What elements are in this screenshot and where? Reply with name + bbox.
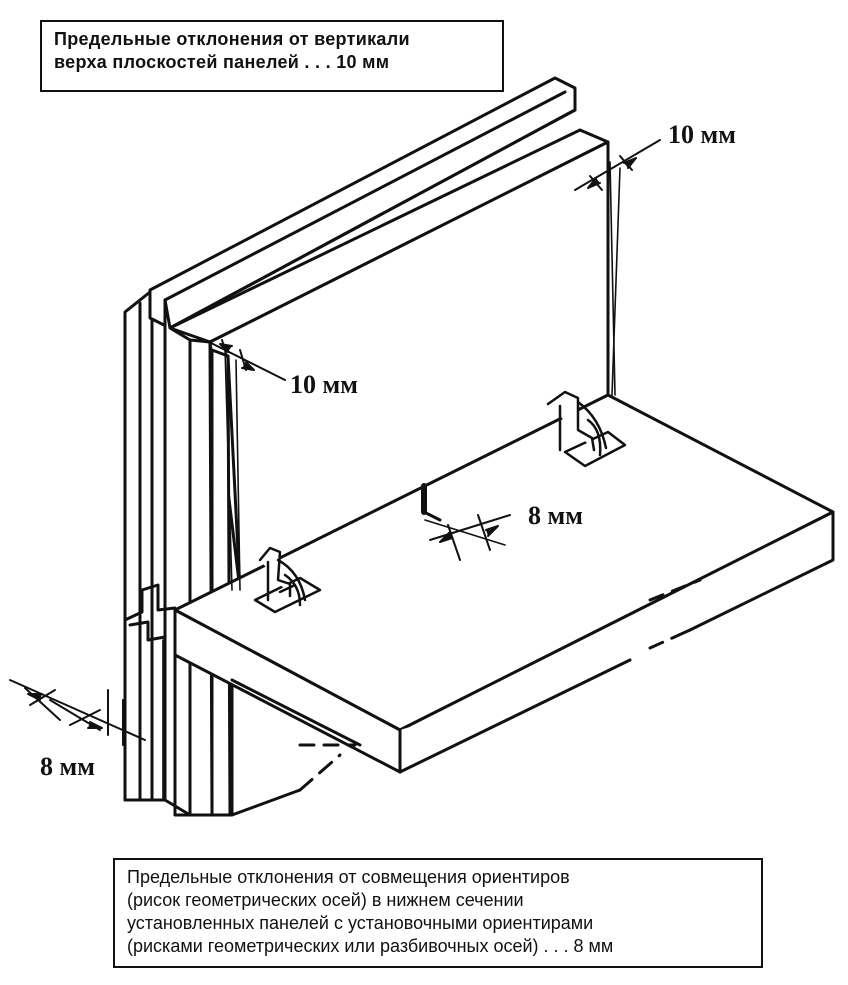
label-top-right-dim: 10 мм <box>668 120 736 149</box>
bottom-tolerance-note: Предельные отклонения от совмещения орие… <box>113 858 763 968</box>
dimension-top-right <box>574 139 661 191</box>
dimension-slab <box>429 514 511 561</box>
top-note-line-1: Предельные отклонения от вертикали <box>54 29 410 49</box>
wall-panel <box>123 76 610 817</box>
label-slab-dim: 8 мм <box>528 501 583 530</box>
joint-notch <box>123 583 177 642</box>
top-note-line-2: верха плоскостей панелей . . . 10 мм <box>54 52 390 72</box>
label-top-left-dim: 10 мм <box>290 370 358 399</box>
top-tolerance-note: Предельные отклонения от вертикали верха… <box>40 20 504 92</box>
left-wall-column <box>123 290 167 802</box>
bottom-note-line-3: установленных панелей с установочными ор… <box>127 913 594 933</box>
floor-slab <box>173 393 835 774</box>
axis-mark <box>421 483 442 522</box>
bottom-note-line-4: (рисками геометрических или разбивочных … <box>127 936 614 956</box>
bracket-right <box>546 390 627 468</box>
dimension-left-bottom <box>9 679 146 746</box>
label-left-bottom-dim: 8 мм <box>40 752 95 781</box>
dimension-top-left <box>204 339 286 381</box>
plumb-lines <box>162 161 621 801</box>
bottom-note-line-1: Предельные отклонения от совмещения орие… <box>127 867 570 887</box>
bracket-left <box>253 546 322 614</box>
bottom-note-line-2: (рисок геометрических осей) в нижнем сеч… <box>127 890 524 910</box>
